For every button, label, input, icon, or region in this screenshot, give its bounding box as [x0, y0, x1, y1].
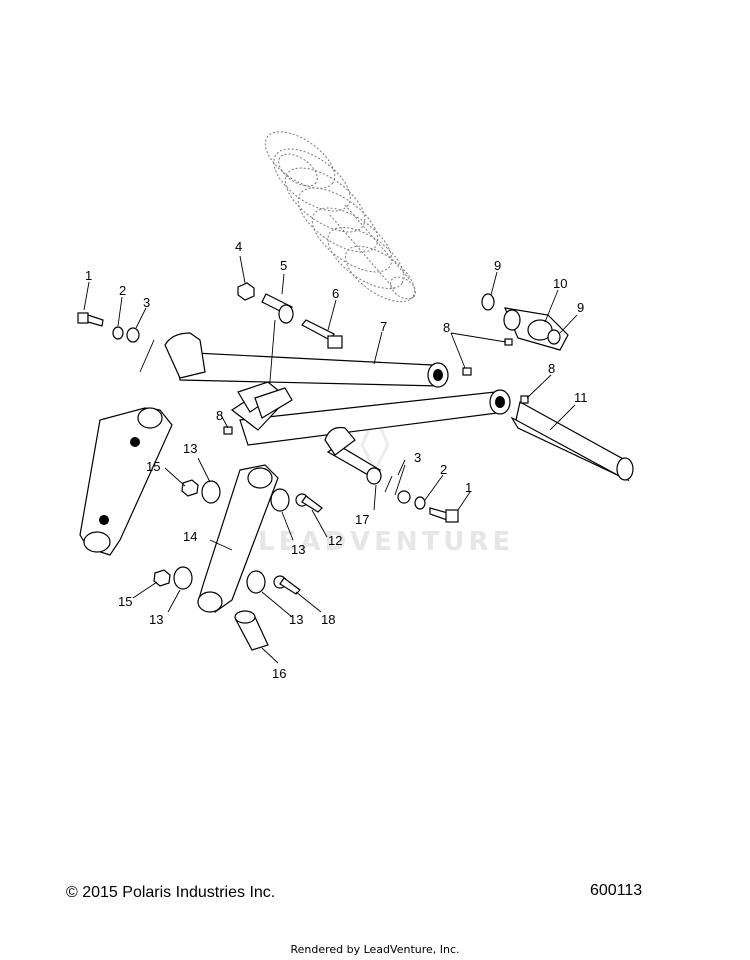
sleeve-5 — [261, 293, 294, 324]
copyright-text: © 2015 Polaris Industries Inc. — [66, 884, 276, 901]
bolt-1-right — [429, 507, 459, 523]
callout-2-left: 2 — [119, 283, 126, 298]
callout-16: 16 — [272, 666, 286, 681]
washer-3-left — [126, 327, 140, 343]
callouts: 1 2 3 4 5 6 7 8 9 10 9 8 8 11 1 2 3 17 1… — [85, 239, 588, 681]
callout-12: 12 — [328, 533, 342, 548]
nut-4 — [237, 282, 255, 301]
leader-lines — [83, 255, 578, 664]
nut-15a — [181, 479, 199, 497]
link-arm-14 — [197, 464, 279, 613]
tube-11 — [510, 401, 634, 482]
fitting-8d — [223, 426, 233, 435]
callout-5: 5 — [280, 258, 287, 273]
washer-13c — [173, 566, 193, 590]
callout-15b: 15 — [118, 594, 132, 609]
bushing-16 — [234, 610, 269, 651]
callout-15a: 15 — [146, 459, 160, 474]
callout-7: 7 — [380, 319, 387, 334]
callout-1-right: 1 — [465, 480, 472, 495]
callout-6: 6 — [332, 286, 339, 301]
bolt-12 — [295, 493, 323, 513]
callout-2-right: 2 — [440, 462, 447, 477]
watermark-text: LEADVENTURE — [258, 527, 514, 557]
callout-13b: 13 — [291, 542, 305, 557]
watermark: LEADVENTURE — [258, 411, 514, 557]
washer-3-right — [397, 490, 411, 504]
washer-13b — [270, 488, 290, 512]
link-arm-left — [79, 407, 173, 556]
callout-13c: 13 — [149, 612, 163, 627]
callout-14: 14 — [183, 529, 197, 544]
fitting-8a — [462, 367, 472, 376]
callout-8d: 8 — [216, 408, 223, 423]
bolt-6 — [301, 319, 343, 349]
bolt-1-left — [77, 312, 104, 327]
callout-9a: 9 — [494, 258, 501, 273]
document-number: 600113 — [590, 882, 643, 899]
callout-8a: 8 — [443, 320, 450, 335]
callout-3-right: 3 — [414, 450, 421, 465]
callout-10: 10 — [553, 276, 567, 291]
fitting-8c — [520, 395, 529, 404]
callout-13d: 13 — [289, 612, 303, 627]
callout-8c: 8 — [548, 361, 555, 376]
washer-2-left — [112, 326, 124, 340]
callout-18: 18 — [321, 612, 335, 627]
callout-13a: 13 — [183, 441, 197, 456]
shaft-17 — [324, 426, 382, 485]
washer-13a — [201, 480, 221, 504]
washer-13d — [246, 570, 266, 594]
callout-11: 11 — [574, 390, 588, 405]
callout-3-left: 3 — [143, 295, 150, 310]
fitting-8b — [504, 338, 513, 346]
callout-9b: 9 — [577, 300, 584, 315]
mount-bracket — [237, 381, 293, 419]
callout-4: 4 — [235, 239, 242, 254]
main-tube-7 — [164, 332, 449, 388]
nut-15b — [153, 569, 171, 587]
rendered-by-text: Rendered by LeadVenture, Inc. — [290, 943, 460, 956]
shock-spring-ghost — [264, 131, 417, 303]
washer-9b — [547, 329, 561, 345]
washer-2-right — [414, 496, 426, 510]
callout-1-left: 1 — [85, 268, 92, 283]
washer-9a — [481, 293, 495, 311]
callout-17: 17 — [355, 512, 369, 527]
bolt-18 — [273, 575, 301, 595]
ball-joint-10 — [503, 307, 569, 351]
